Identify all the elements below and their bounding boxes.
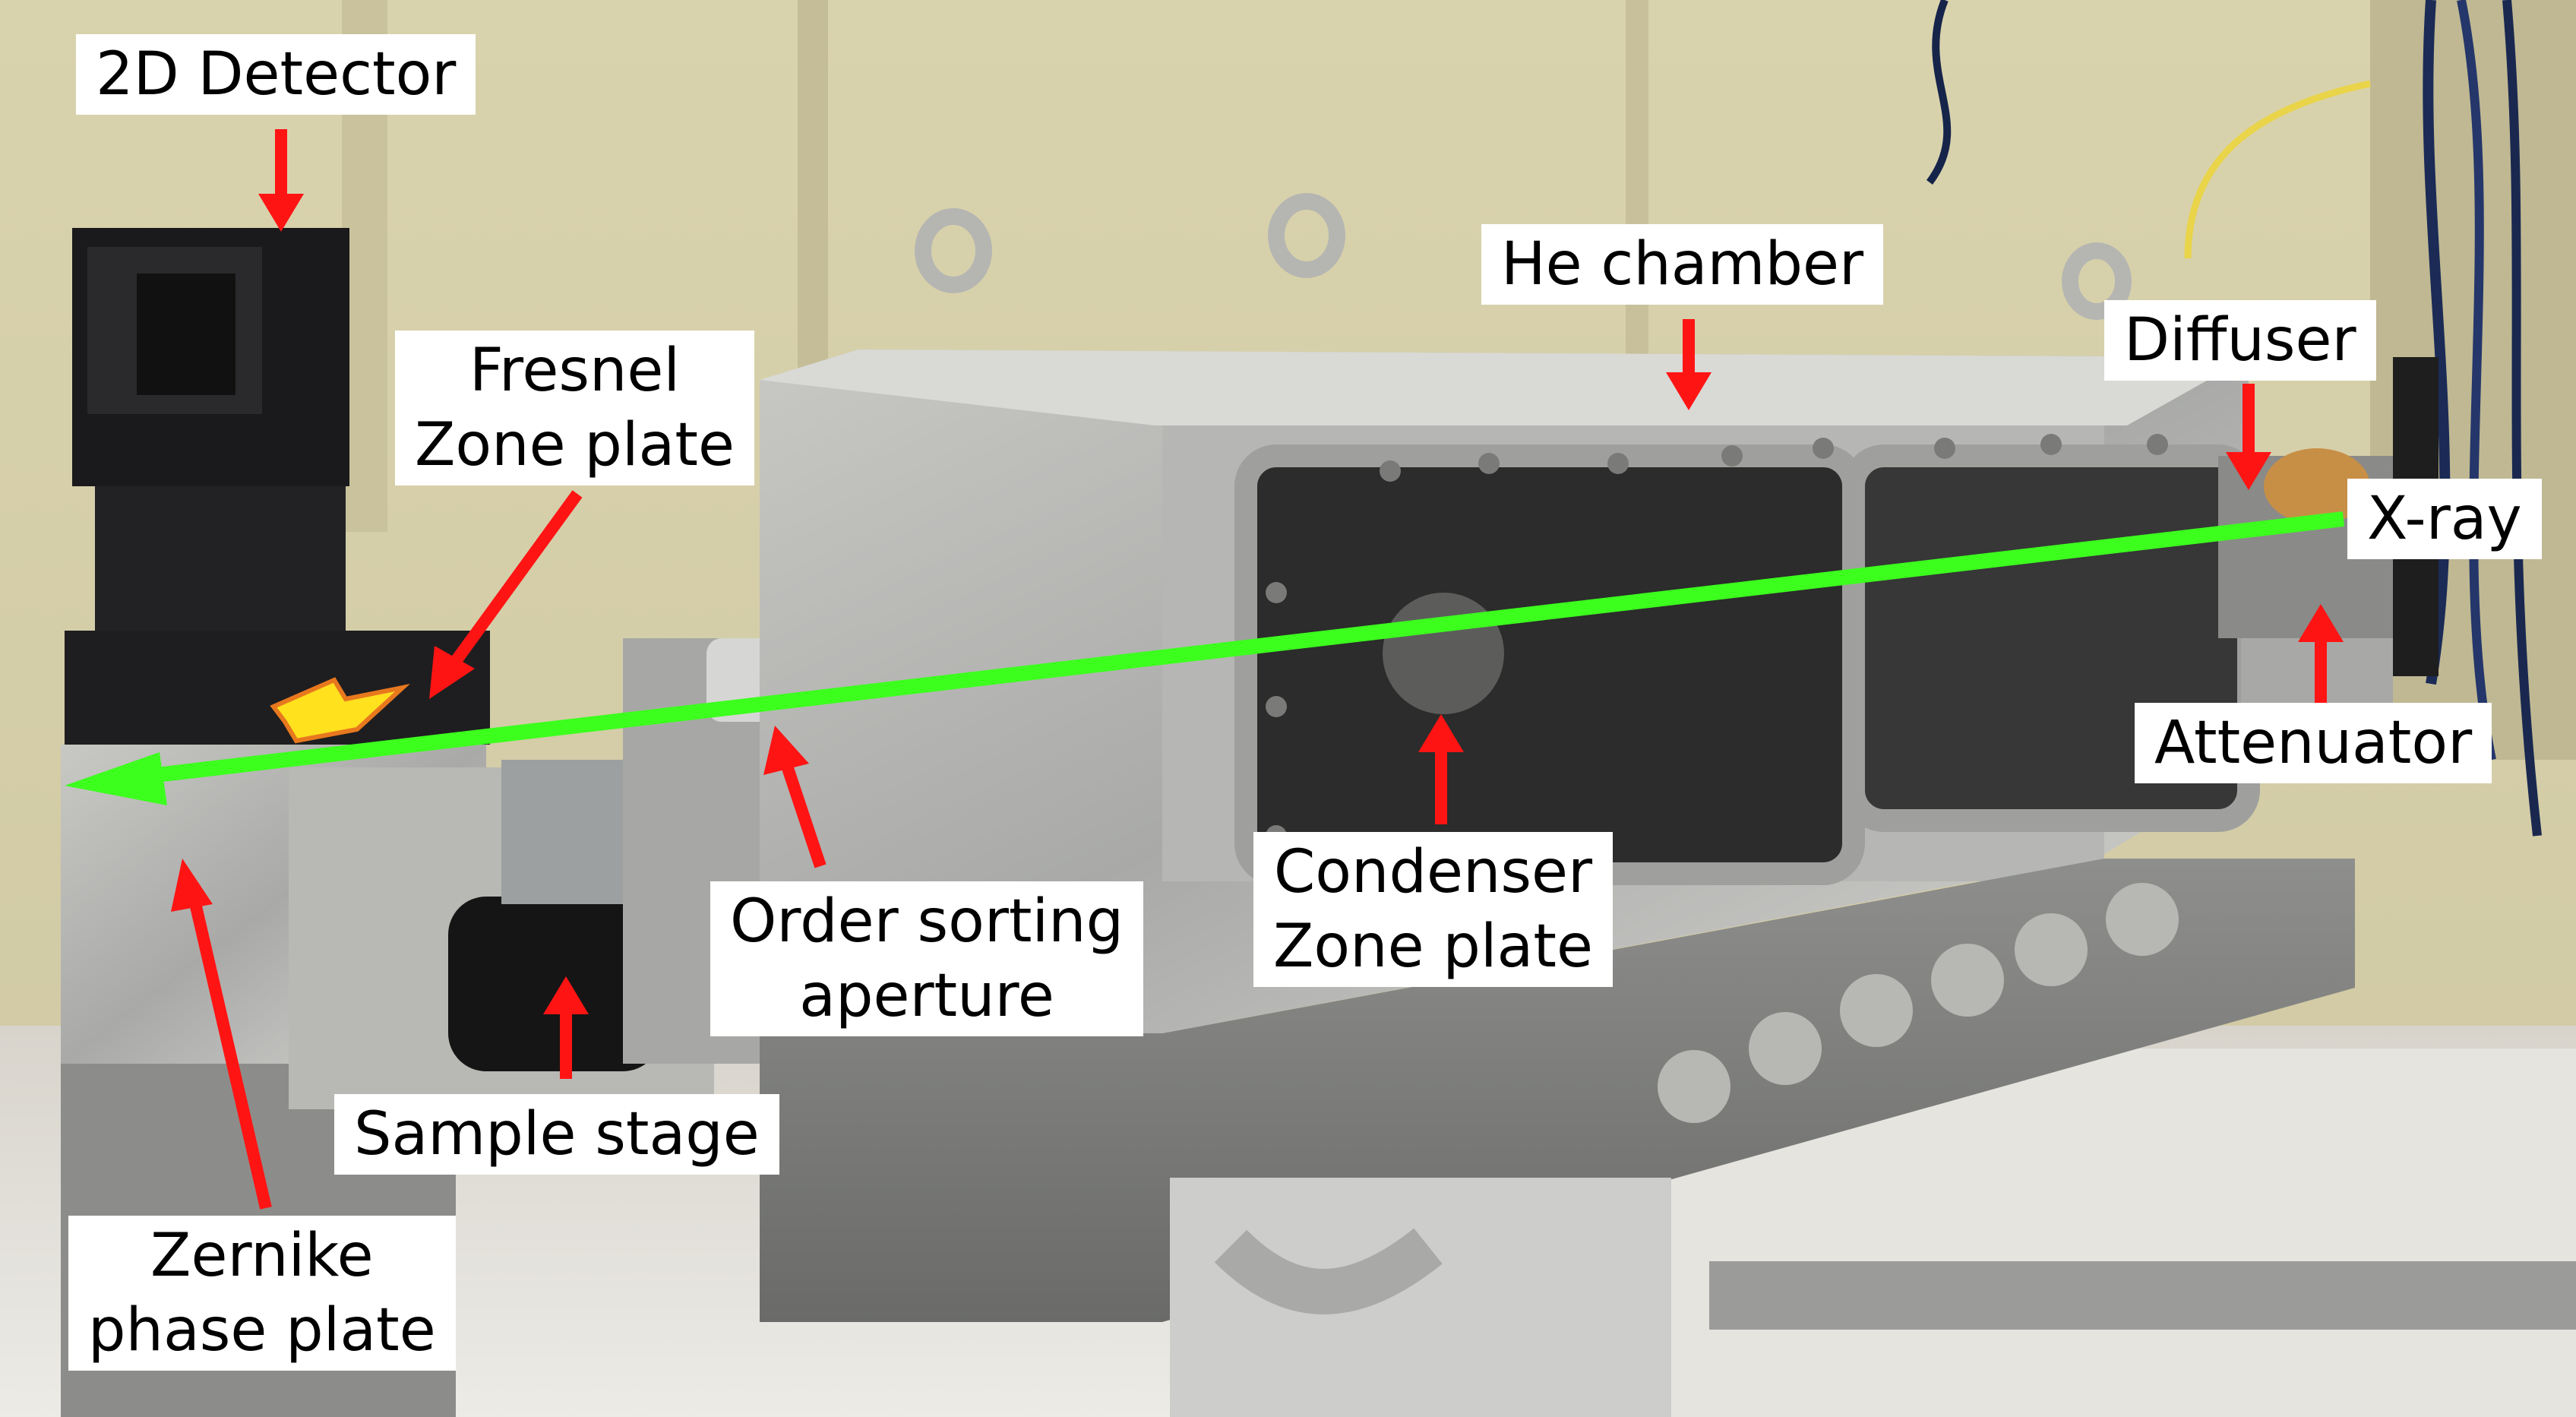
label-attenuator: Attenuator: [2135, 703, 2492, 783]
xray-beam: [135, 511, 2345, 785]
sample-stage-body: [448, 897, 661, 1071]
label-he-chamber: He chamber: [1481, 224, 1884, 305]
fzp-motion-marker: [270, 677, 410, 744]
label-zernike-phase-plate: Zernike phase plate: [68, 1216, 456, 1371]
zernike-arrow: [188, 895, 272, 1210]
label-fresnel-zone-plate: Fresnel Zone plate: [395, 331, 754, 486]
osa-arrow: [780, 761, 827, 868]
chamber-window-left: [1234, 444, 1865, 885]
label-2d-detector: 2D Detector: [76, 34, 476, 115]
label-condenser-zone-plate: Condenser Zone plate: [1253, 832, 1613, 987]
fresnel-arrow: [450, 490, 583, 665]
xray-beam-arrowhead: [65, 752, 167, 805]
label-sample-stage: Sample stage: [334, 1094, 779, 1175]
label-order-sorting-aperture: Order sorting aperture: [710, 881, 1144, 1036]
label-diffuser: Diffuser: [2104, 300, 2376, 381]
label-x-ray: X-ray: [2347, 479, 2542, 559]
